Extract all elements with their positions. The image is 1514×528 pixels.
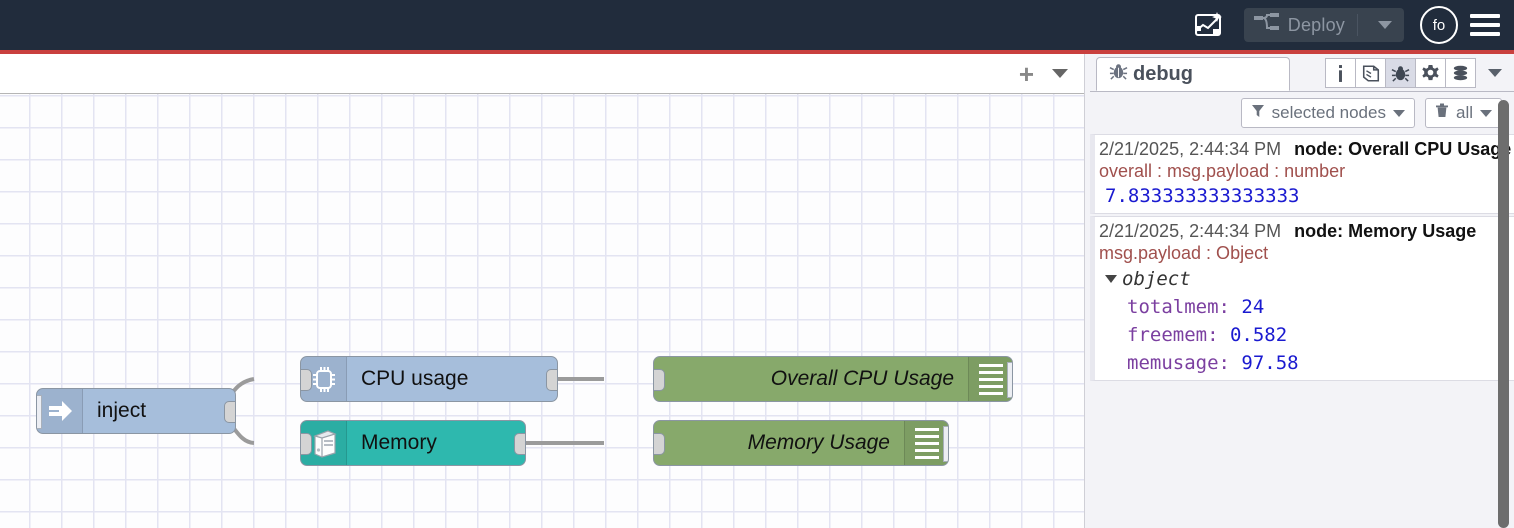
node-memory-usage-toggle[interactable]: [943, 426, 948, 462]
caret-down-icon: [1105, 275, 1117, 283]
node-cpu-usage-label: CPU usage: [361, 367, 469, 390]
node-memory-input-port[interactable]: [301, 433, 312, 455]
node-memory-usage-input-port[interactable]: [654, 433, 665, 455]
flow-canvas[interactable]: inject: [0, 94, 1084, 528]
deploy-label: Deploy: [1287, 14, 1345, 35]
node-memory-body[interactable]: Memory: [300, 420, 526, 466]
node-memory-usage[interactable]: Memory Usage: [653, 420, 949, 466]
debug-lines-icon: [968, 357, 1012, 401]
node-cpu-usage-body[interactable]: CPU usage: [300, 356, 558, 402]
debug-lines-icon: [904, 421, 948, 465]
database-stack-icon[interactable]: [1445, 58, 1476, 88]
node-cpu-usage-output-port[interactable]: [546, 369, 557, 391]
avatar[interactable]: fo: [1420, 6, 1458, 44]
book-icon[interactable]: [1355, 58, 1386, 88]
arrow-right-icon: [37, 389, 83, 433]
inject-trigger-button[interactable]: [37, 395, 42, 429]
filter-funnel-icon: [1251, 103, 1265, 123]
node-memory-usage-body[interactable]: Memory Usage: [653, 420, 949, 466]
debug-message-node: node: Memory Usage: [1294, 221, 1477, 241]
debug-message-timestamp: 2/21/2025, 2:44:34 PM: [1099, 221, 1282, 241]
debug-filter-scope-button[interactable]: selected nodes: [1240, 98, 1415, 128]
debug-object-entry: freemem: 0.582: [1127, 324, 1288, 346]
debug-filter-scope-label: selected nodes: [1271, 103, 1386, 122]
bug-icon[interactable]: [1385, 58, 1416, 88]
sidebar-tabrow: debug: [1090, 54, 1514, 92]
right-sidebar: debug: [1090, 54, 1514, 528]
debug-clear-label: all: [1455, 103, 1473, 122]
debug-clear-button[interactable]: all: [1424, 98, 1502, 128]
app-header: Deploy fo: [0, 0, 1514, 50]
panel-divider[interactable]: [1084, 54, 1090, 528]
canvas-vertical-scrollbar[interactable]: [1498, 100, 1509, 528]
flow-sparkle-icon[interactable]: [1186, 5, 1230, 45]
chevron-down-icon[interactable]: [1378, 21, 1392, 29]
node-memory[interactable]: Memory: [300, 420, 526, 466]
chevron-down-icon[interactable]: [1480, 109, 1492, 117]
debug-message-list[interactable]: 2/21/2025, 2:44:34 PM node: Overall CPU …: [1090, 134, 1514, 526]
debug-message-property: overall : msg.payload : number: [1099, 161, 1346, 181]
add-flow-button[interactable]: +: [1018, 58, 1034, 89]
info-icon[interactable]: [1325, 58, 1356, 88]
deploy-nodes-icon: [1253, 12, 1280, 39]
debug-object-value: 24: [1241, 296, 1265, 318]
node-cpu-usage-input-port[interactable]: [301, 369, 312, 391]
debug-object-toggle[interactable]: object: [1099, 268, 1514, 290]
debug-message-meta: 2/21/2025, 2:44:34 PM node: Overall CPU …: [1099, 139, 1514, 160]
tab-debug[interactable]: debug: [1096, 57, 1290, 91]
node-overall-cpu-usage[interactable]: Overall CPU Usage: [653, 356, 1013, 402]
debug-message-value: 7.833333333333333: [1105, 185, 1300, 207]
node-inject-label: inject: [97, 399, 147, 422]
debug-message-timestamp: 2/21/2025, 2:44:34 PM: [1099, 139, 1282, 159]
bug-icon: [1109, 62, 1128, 86]
node-memory-label: Memory: [361, 431, 437, 454]
node-memory-output-port[interactable]: [514, 433, 525, 455]
node-inject[interactable]: inject: [36, 388, 236, 434]
node-memory-usage-label: Memory Usage: [747, 431, 890, 454]
debug-object-value: 97.58: [1241, 352, 1299, 374]
debug-message[interactable]: 2/21/2025, 2:44:34 PM node: Memory Usage…: [1090, 216, 1514, 381]
debug-message-property: msg.payload : Object: [1099, 243, 1269, 263]
debug-message-meta: 2/21/2025, 2:44:34 PM node: Memory Usage: [1099, 221, 1514, 242]
debug-message-node: node: Overall CPU Usage: [1294, 139, 1512, 159]
deploy-button[interactable]: Deploy: [1243, 8, 1404, 42]
node-cpu-usage[interactable]: CPU usage: [300, 356, 558, 402]
node-overall-cpu-usage-toggle[interactable]: [1007, 362, 1012, 398]
header-accent-stripe: [0, 50, 1514, 54]
sidebar-more-chevron-down-icon[interactable]: [1488, 69, 1502, 77]
debug-object-entry: memusage: 97.58: [1127, 352, 1299, 374]
node-overall-cpu-usage-label: Overall CPU Usage: [770, 367, 954, 390]
tab-debug-label: debug: [1133, 62, 1193, 85]
debug-object-entry: totalmem: 24: [1127, 296, 1265, 318]
chevron-down-icon[interactable]: [1392, 109, 1405, 117]
workspace-tabbar: +: [0, 54, 1084, 94]
debug-object-value: 0.582: [1229, 324, 1288, 346]
flow-list-chevron-down-icon[interactable]: [1052, 69, 1068, 78]
gear-icon[interactable]: [1415, 58, 1446, 88]
debug-message[interactable]: 2/21/2025, 2:44:34 PM node: Overall CPU …: [1090, 134, 1514, 214]
deploy-separator: [1357, 14, 1358, 36]
hamburger-menu-icon[interactable]: [1470, 14, 1500, 36]
node-overall-cpu-usage-input-port[interactable]: [654, 369, 665, 391]
debug-object-key: memusage: [1127, 352, 1219, 374]
debug-object-key: totalmem: [1127, 296, 1219, 318]
debug-filter-row: selected nodes all: [1090, 92, 1514, 134]
sidebar-tool-buttons: [1325, 58, 1514, 91]
debug-object-label: object: [1122, 268, 1191, 290]
trash-icon: [1435, 103, 1449, 123]
debug-object-key: freemem: [1127, 324, 1208, 346]
node-overall-cpu-usage-body[interactable]: Overall CPU Usage: [653, 356, 1013, 402]
node-inject-body[interactable]: inject: [36, 388, 236, 434]
node-inject-output-port[interactable]: [224, 401, 235, 423]
